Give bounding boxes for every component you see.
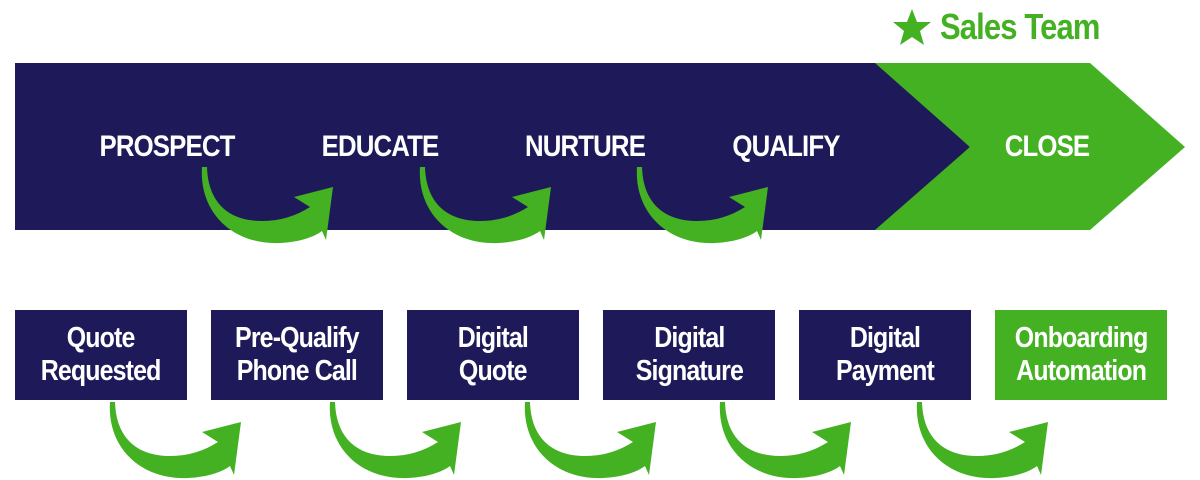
stage-prospect: PROSPECT bbox=[99, 130, 235, 163]
step-flow-arrow-icon bbox=[916, 402, 1048, 479]
stage-nurture: NURTURE bbox=[524, 130, 646, 163]
stage-flow-arrow-icon bbox=[419, 167, 551, 244]
stage-close: CLOSE bbox=[1004, 130, 1090, 163]
sales-team-label: Sales Team bbox=[940, 6, 1100, 47]
stage-flow-arrow-icon bbox=[201, 167, 333, 244]
star-icon bbox=[893, 9, 931, 45]
stage-educate: EDUCATE bbox=[321, 130, 440, 163]
stage-band-navy bbox=[15, 63, 970, 230]
step-flow-arrow-icon bbox=[109, 402, 242, 479]
step-flow-arrow-icon bbox=[524, 402, 656, 479]
step-flow-arrow-icon bbox=[329, 402, 461, 479]
step-flow-arrow-icon bbox=[719, 402, 851, 479]
sales-team-legend: Sales Team bbox=[892, 6, 1125, 48]
stage-flow-arrow-icon bbox=[636, 167, 768, 244]
stage-qualify: QUALIFY bbox=[732, 130, 840, 163]
stage-band-close-chevron bbox=[875, 63, 1185, 230]
